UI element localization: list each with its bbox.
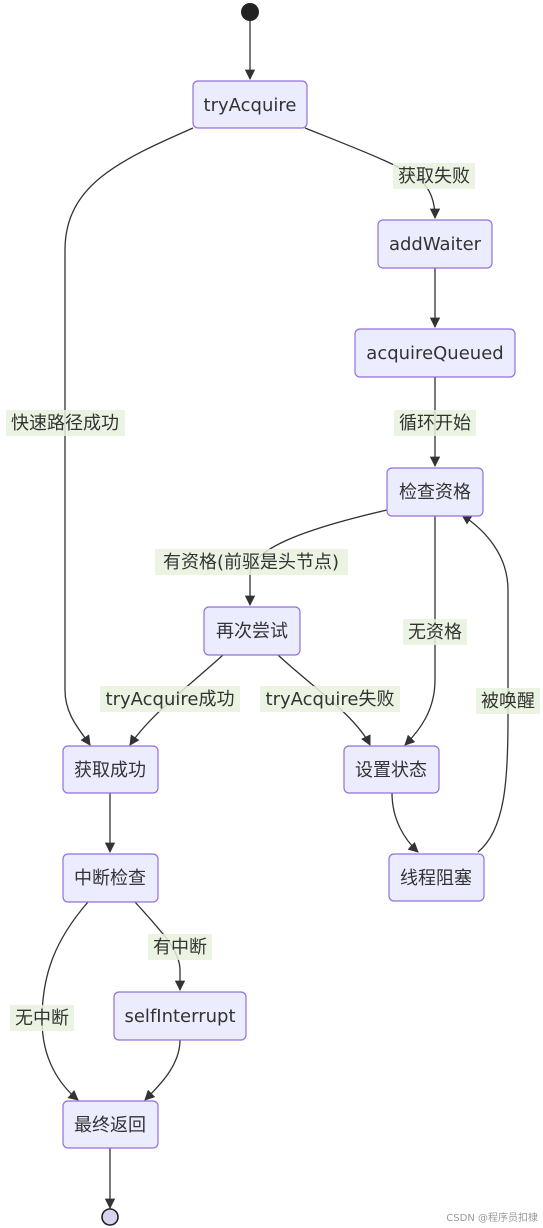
svg-text:无中断: 无中断 xyxy=(15,1008,69,1029)
svg-text:无资格: 无资格 xyxy=(408,622,462,643)
svg-text:tryAcquire成功: tryAcquire成功 xyxy=(106,689,235,710)
edge-setstate-to-park xyxy=(391,792,419,853)
svg-text:循环开始: 循环开始 xyxy=(399,413,471,434)
label-loop-start: 循环开始 xyxy=(394,410,476,436)
svg-text:addWaiter: addWaiter xyxy=(389,234,482,255)
label-fast-path: 快速路径成功 xyxy=(6,410,125,436)
label-try-failed: tryAcquire失败 xyxy=(260,686,400,712)
edge-tryacquire-to-success xyxy=(64,127,194,746)
svg-text:最终返回: 最终返回 xyxy=(74,1115,146,1136)
state-acquirequeued[interactable]: acquireQueued xyxy=(354,328,516,378)
svg-text:acquireQueued: acquireQueued xyxy=(366,343,503,364)
end-node xyxy=(101,1208,119,1226)
state-success[interactable]: 获取成功 xyxy=(62,745,159,794)
state-setstate[interactable]: 设置状态 xyxy=(343,745,440,794)
svg-text:被唤醒: 被唤醒 xyxy=(481,691,535,712)
svg-text:selfInterrupt: selfInterrupt xyxy=(124,1006,235,1027)
state-check[interactable]: 检查资格 xyxy=(386,467,484,517)
label-woken: 被唤醒 xyxy=(476,688,540,714)
label-try-success: tryAcquire成功 xyxy=(100,686,240,712)
svg-text:快速路径成功: 快速路径成功 xyxy=(11,413,119,434)
edge-interruptcheck-to-finalreturn xyxy=(41,901,89,1101)
svg-text:设置状态: 设置状态 xyxy=(355,760,427,781)
svg-text:tryAcquire失败: tryAcquire失败 xyxy=(266,689,395,710)
watermark: CSDN @程序员扣棣 xyxy=(446,1211,538,1224)
label-eligible: 有资格(前驱是头节点) xyxy=(155,549,348,575)
state-tryacquire[interactable]: tryAcquire xyxy=(192,80,308,129)
start-node xyxy=(241,3,259,21)
label-not-eligible: 无资格 xyxy=(403,619,467,645)
svg-text:有资格(前驱是头节点): 有资格(前驱是头节点) xyxy=(163,552,339,573)
svg-text:检查资格: 检查资格 xyxy=(399,482,471,503)
edge-park-to-check xyxy=(461,514,509,853)
edge-selfinterrupt-to-finalreturn xyxy=(144,1039,181,1101)
state-interruptcheck[interactable]: 中断检查 xyxy=(62,853,159,903)
label-has-interrupt: 有中断 xyxy=(148,934,212,960)
edge-check-to-setstate xyxy=(404,516,436,746)
svg-text:有中断: 有中断 xyxy=(153,937,207,958)
svg-text:中断检查: 中断检查 xyxy=(74,868,146,889)
svg-text:tryAcquire: tryAcquire xyxy=(204,95,297,116)
svg-text:再次尝试: 再次尝试 xyxy=(216,621,288,642)
svg-text:获取成功: 获取成功 xyxy=(74,760,146,781)
svg-text:线程阻塞: 线程阻塞 xyxy=(400,868,472,889)
state-park[interactable]: 线程阻塞 xyxy=(388,853,485,902)
svg-text:获取失败: 获取失败 xyxy=(398,166,470,187)
label-acquire-failed: 获取失败 xyxy=(393,163,475,189)
state-addwaiter[interactable]: addWaiter xyxy=(377,219,493,269)
label-no-interrupt: 无中断 xyxy=(10,1005,74,1031)
state-finalreturn[interactable]: 最终返回 xyxy=(62,1100,159,1149)
state-retry[interactable]: 再次尝试 xyxy=(203,606,301,656)
state-selfinterrupt[interactable]: selfInterrupt xyxy=(113,991,247,1041)
